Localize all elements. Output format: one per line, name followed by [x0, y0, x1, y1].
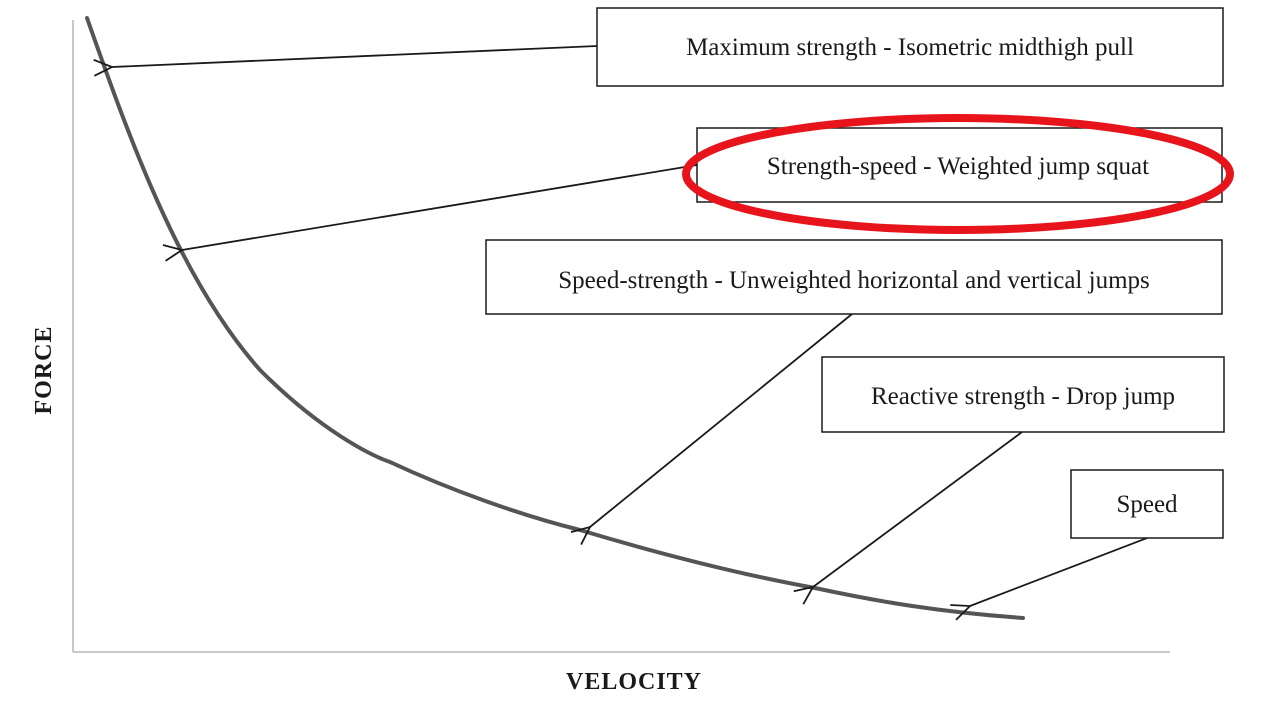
y-axis-label: FORCE	[31, 326, 57, 415]
label-box-maximum-strength: Maximum strength - Isometric midthigh pu…	[596, 7, 1224, 87]
arrow-maximum-strength	[112, 45, 598, 67]
label-box-reactive-strength: Reactive strength - Drop jump	[821, 356, 1225, 433]
label-maximum-strength: Maximum strength - Isometric midthigh pu…	[686, 34, 1134, 61]
label-strength-speed: Strength-speed - Weighted jump squat	[767, 153, 1149, 180]
force-velocity-curve	[85, 16, 1025, 620]
label-speed-strength: Speed-strength - Unweighted horizontal a…	[558, 267, 1150, 294]
arrow-strength-speed	[182, 164, 698, 250]
label-speed: Speed	[1116, 491, 1178, 518]
x-axis-label: VELOCITY	[566, 669, 702, 695]
arrow-speed	[970, 537, 1148, 606]
arrow-reactive-strength	[813, 431, 1023, 587]
arrow-speed-strength	[590, 313, 853, 527]
label-box-speed: Speed	[1070, 469, 1224, 539]
highlight-ellipse	[682, 114, 1234, 234]
label-box-strength-speed: Strength-speed - Weighted jump squat	[696, 127, 1223, 203]
label-reactive-strength: Reactive strength - Drop jump	[871, 383, 1175, 410]
label-box-speed-strength: Speed-strength - Unweighted horizontal a…	[485, 239, 1223, 315]
